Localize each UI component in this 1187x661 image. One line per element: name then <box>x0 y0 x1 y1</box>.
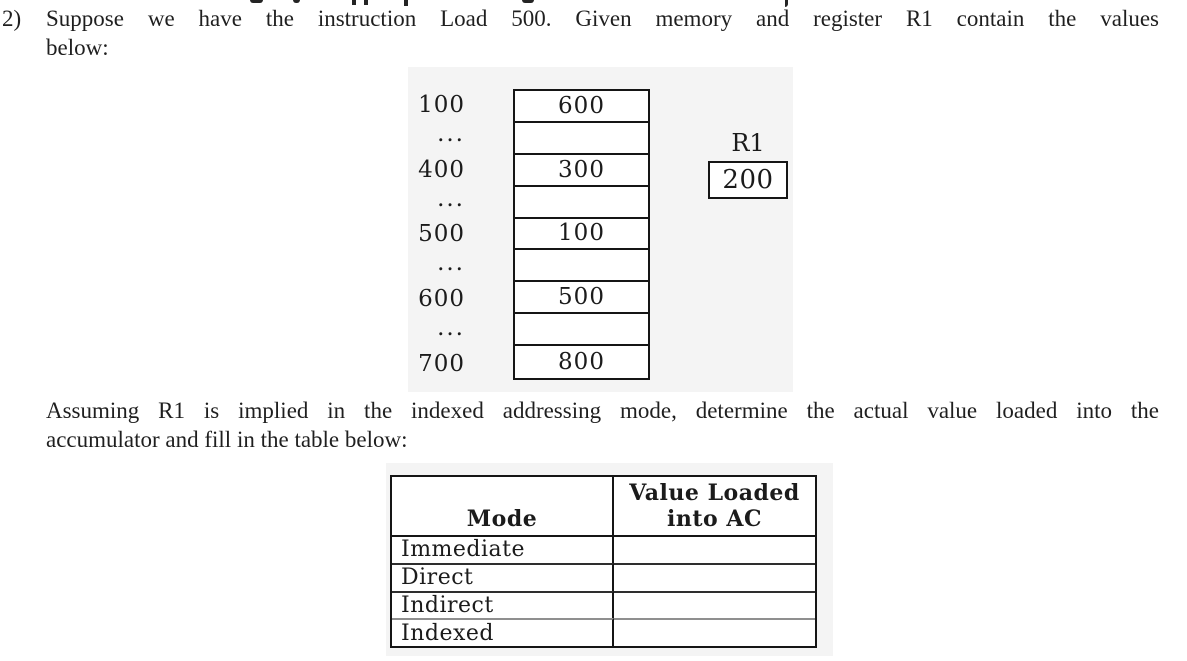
memory-address-ellipsis: ... <box>437 185 465 212</box>
memory-address: 500 <box>418 221 465 248</box>
memory-address-ellipsis: ... <box>437 120 465 147</box>
table-row-value-indexed <box>614 618 815 646</box>
clipped-previous-line <box>0 0 1187 8</box>
clipped-glyph-fragment <box>785 0 788 7</box>
clipped-glyph-fragment <box>293 0 300 3</box>
table-row-mode-immediate: Immediate <box>392 535 614 563</box>
table-row-value-indirect <box>614 590 815 619</box>
memory-address: 100 <box>418 91 465 118</box>
memory-value-cell <box>515 187 648 219</box>
memory-address-column: 100 ... 400 ... 500 ... 600 ... 700 <box>394 89 466 380</box>
memory-value-cell <box>515 123 648 155</box>
table-row-mode-indirect: Indirect <box>392 590 614 619</box>
memory-value-cell: 500 <box>515 282 648 315</box>
register-r1-label: R1 <box>731 129 765 157</box>
memory-value-cell: 600 <box>515 91 648 123</box>
memory-address-ellipsis: ... <box>437 315 465 342</box>
memory-value-cell: 100 <box>515 219 648 251</box>
clipped-glyph-fragment <box>250 0 263 3</box>
table-header-value-loaded: Value Loaded into AC <box>614 477 815 535</box>
table-row-value-direct <box>614 562 815 591</box>
table-header-mode: Mode <box>392 477 614 535</box>
register-r1-value: 200 <box>722 165 774 195</box>
table-row-mode-direct: Direct <box>392 562 614 591</box>
register-r1-box: 200 <box>708 161 788 199</box>
table-header-value-line2: into AC <box>667 506 762 532</box>
memory-value-cell <box>515 314 648 347</box>
memory-cells-box: 600 300 100 500 800 <box>513 89 650 380</box>
question-line-1: Suppose we have the instruction Load 500… <box>46 6 1159 31</box>
table-row-mode-indexed: Indexed <box>392 618 614 646</box>
memory-address: 600 <box>418 286 465 313</box>
prompt-line-2: accumulator and fill in the table below: <box>46 427 408 452</box>
prompt-line-1: Assuming R1 is implied in the indexed ad… <box>46 398 1159 423</box>
modes-table: Mode Value Loaded into AC Immediate Dire… <box>390 475 817 648</box>
question-number: 2) <box>2 6 22 31</box>
table-header-value-line1: Value Loaded <box>629 480 800 506</box>
memory-value-cell: 300 <box>515 155 648 187</box>
memory-address: 700 <box>418 351 465 378</box>
memory-value-cell: 800 <box>558 349 605 376</box>
clipped-glyph-fragment <box>404 0 408 6</box>
memory-address: 400 <box>418 156 465 183</box>
question-line-2: below: <box>46 35 109 60</box>
table-row-value-immediate <box>614 535 815 563</box>
clipped-glyph-fragment <box>522 0 534 3</box>
clipped-glyph-fragment <box>364 0 368 5</box>
memory-value-cell <box>515 250 648 283</box>
clipped-glyph-fragment <box>352 0 356 5</box>
memory-address-ellipsis: ... <box>437 250 465 277</box>
